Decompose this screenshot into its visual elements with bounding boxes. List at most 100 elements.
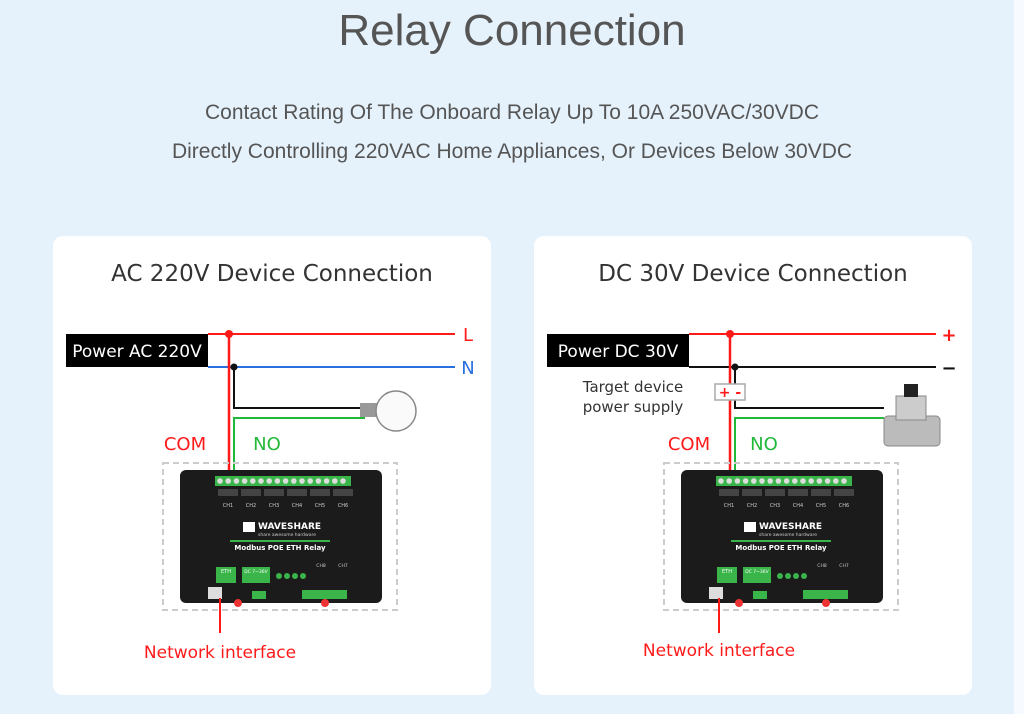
terminal-screw (225, 478, 231, 484)
channel-label: CH3 (269, 503, 279, 509)
no-label: NO (750, 434, 778, 455)
terminal-screw (291, 478, 297, 484)
load-return-wire (734, 367, 884, 409)
no-label: NO (253, 434, 281, 455)
terminal-screw (266, 478, 272, 484)
line-2-label: N (461, 358, 474, 379)
eth-port (216, 567, 236, 583)
status-led (276, 573, 282, 579)
terminal-screw (767, 478, 773, 484)
page-edge (1014, 0, 1024, 714)
channel-label: CH2 (747, 503, 757, 509)
line-1-label: + (941, 325, 956, 346)
channel-label: CH4 (793, 503, 803, 509)
channel-label: CH6 (338, 503, 348, 509)
terminal-screw (792, 478, 798, 484)
network-interface-label: Network interface (144, 643, 296, 663)
polarity-label: + - (719, 385, 742, 401)
relay-contact (333, 489, 353, 496)
terminal-screw (841, 478, 847, 484)
terminal-screw (742, 478, 749, 484)
terminal-screw (718, 478, 724, 484)
valve-coil (904, 384, 918, 397)
terminal-screw (323, 478, 330, 484)
channel-label: CH5 (816, 503, 826, 509)
waveshare-logo (744, 522, 756, 532)
green-stripe (230, 540, 330, 542)
brand-tagline: share awesome hardware (759, 532, 817, 538)
relay-contact (287, 489, 307, 496)
terminal-screw (307, 478, 313, 484)
valve-bonnet (895, 395, 927, 421)
status-led (284, 573, 290, 579)
terminal-screw (274, 478, 281, 484)
junction-dot (230, 363, 238, 371)
brand-tagline: share awesome hardware (258, 532, 316, 538)
din-clip (234, 599, 242, 607)
rj45-jack (208, 587, 222, 599)
bulb-glass (375, 390, 417, 432)
terminal-screw (775, 478, 782, 484)
channel-label: CH3 (770, 503, 780, 509)
power-terminal (252, 591, 266, 599)
junction-dot (726, 330, 734, 338)
polarity-box (714, 383, 746, 401)
subtitle-line-2: Directly Controlling 220VAC Home Applian… (171, 140, 853, 163)
channel-label: CH5 (315, 503, 325, 509)
model-name: Modbus POE ETH Relay (234, 544, 326, 552)
channel-label: CH7 (338, 563, 348, 569)
terminal-screw (734, 478, 741, 484)
din-clip (822, 599, 830, 607)
bulb-base (360, 403, 378, 417)
terminal-screw (751, 478, 757, 484)
no-wire (233, 417, 365, 475)
status-led (785, 573, 791, 579)
relay-contact (834, 489, 854, 496)
channel-label: CH1 (724, 503, 734, 509)
brand-name: WAVESHARE (759, 522, 822, 532)
din-clip (321, 599, 329, 607)
model-name: Modbus POE ETH Relay (735, 544, 827, 552)
terminal-screw (282, 478, 289, 484)
terminal-screw (315, 478, 322, 484)
bottom-terminal (803, 590, 848, 599)
solenoid-valve-icon (883, 384, 941, 447)
terminal-screw (250, 478, 256, 484)
network-interface-label: Network interface (643, 641, 795, 661)
terminal-screw (833, 478, 839, 484)
terminal-screw (726, 478, 732, 484)
rj45-jack (709, 587, 723, 599)
channel-label: CH2 (246, 503, 256, 509)
status-led (793, 573, 799, 579)
relay-contact (788, 489, 808, 496)
terminal-screw (824, 478, 831, 484)
no-wire (734, 417, 884, 475)
waveshare-logo (243, 522, 255, 532)
terminal-screw (233, 478, 240, 484)
terminal-screw (340, 478, 346, 484)
terminal-screw (759, 478, 765, 484)
green-stripe (731, 540, 831, 542)
power-label: Power AC 220V (72, 342, 202, 362)
status-led (801, 573, 807, 579)
terminal-screw (217, 478, 223, 484)
dc-input (242, 567, 270, 583)
terminal-screw (332, 478, 338, 484)
dc-label: DC 7~36V (244, 569, 268, 575)
com-label: COM (164, 434, 206, 455)
panel-title: DC 30V Device Connection (598, 261, 908, 287)
power-label-box (66, 334, 208, 367)
target-supply-label-1: Target device (582, 378, 683, 396)
channel-label: CH8 (817, 563, 827, 569)
power-label: Power DC 30V (558, 342, 679, 362)
channel-label: CH6 (839, 503, 849, 509)
junction-dot (731, 363, 739, 371)
dc-input (743, 567, 771, 583)
brand-name: WAVESHARE (258, 522, 321, 532)
relay-contact (742, 489, 762, 496)
page-title: Relay Connection (338, 6, 686, 55)
